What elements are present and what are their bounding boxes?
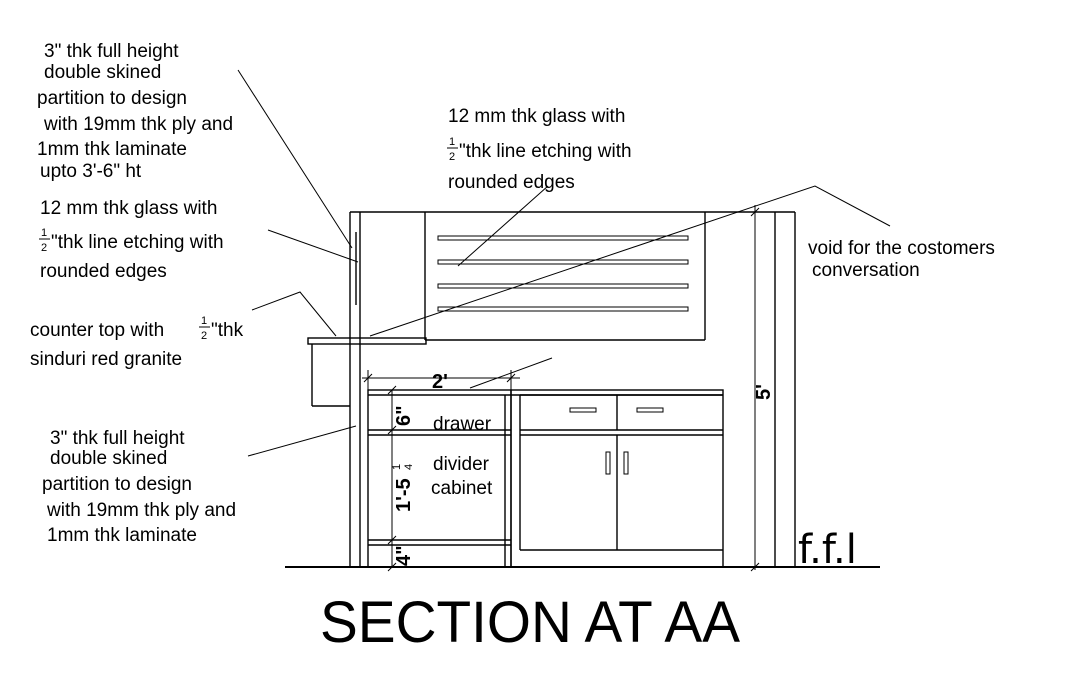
dimension-cabinet-label: 1'-5 (393, 478, 415, 512)
leader-lines (237, 69, 891, 457)
right-cabinet (510, 389, 724, 568)
dimension-width-label: 2' (432, 371, 448, 393)
svg-text:sinduri red granite: sinduri red granite (30, 349, 182, 370)
svg-text:with 19mm thk ply and: with 19mm thk ply and (43, 114, 233, 135)
svg-text:1mm thk laminate: 1mm thk laminate (37, 139, 187, 160)
drawer-label: drawer (433, 414, 492, 435)
svg-text:2: 2 (41, 242, 47, 254)
svg-text:1: 1 (449, 136, 455, 148)
svg-text:conversation: conversation (812, 260, 920, 281)
svg-text:with 19mm thk ply and: with 19mm thk ply and (46, 500, 236, 521)
cabinet-label: cabinet (431, 478, 493, 499)
annotation-partition-bottom: 3" thk full height double skined partiti… (42, 428, 236, 546)
dimension-cabinet-frac-num: 1 (391, 464, 403, 470)
dimension-height-label: 5' (753, 384, 775, 400)
svg-text:"thk: "thk (211, 320, 244, 341)
svg-text:3" thk full height: 3" thk full height (50, 428, 185, 449)
svg-text:2: 2 (449, 151, 455, 163)
annotation-counter-top: counter top with 1 2 "thk sinduri red gr… (30, 315, 244, 370)
svg-text:rounded edges: rounded edges (448, 172, 575, 193)
dimension-cabinet-frac-den: 4 (403, 464, 415, 470)
ffl-label: f.f.l (798, 527, 857, 573)
dimension-height: 5' (745, 205, 775, 572)
dimension-width: 2' (362, 357, 553, 393)
svg-text:12 mm thk glass with: 12 mm thk glass with (448, 106, 625, 127)
svg-text:"thk line etching with: "thk line etching with (459, 141, 632, 162)
svg-text:counter top with: counter top with (30, 320, 164, 341)
counter-top (307, 337, 427, 407)
svg-text:1: 1 (41, 227, 47, 239)
svg-text:rounded edges: rounded edges (40, 261, 167, 282)
svg-text:"thk line etching with: "thk line etching with (51, 232, 224, 253)
svg-text:1: 1 (201, 315, 207, 327)
dimension-drawer-label: 6" (393, 405, 415, 426)
svg-text:void for the costomers: void for the costomers (808, 238, 995, 259)
dimension-cabinet-vertical: 6" 1'-5 1 4 4" (387, 385, 415, 572)
svg-text:partition to design: partition to design (37, 88, 187, 109)
svg-text:double skined: double skined (50, 448, 167, 469)
annotation-glass-top: 12 mm thk glass with 1 2 "thk line etchi… (447, 106, 632, 193)
section-title: SECTION AT AA (320, 590, 740, 655)
annotation-partition-top: 3" thk full height double skined partiti… (37, 41, 233, 182)
svg-text:double skined: double skined (44, 62, 161, 83)
dimension-plinth-label: 4" (393, 545, 415, 566)
svg-text:partition to design: partition to design (42, 474, 192, 495)
svg-text:2: 2 (201, 330, 207, 342)
svg-text:upto 3'-6" ht: upto 3'-6" ht (40, 161, 142, 182)
svg-text:3" thk full height: 3" thk full height (44, 41, 179, 62)
left-partition (349, 211, 425, 567)
divider-label: divider (433, 454, 490, 475)
annotation-glass-left: 12 mm thk glass with 1 2 "thk line etchi… (39, 198, 224, 282)
upper-glass-panel (424, 211, 706, 341)
svg-text:1mm thk laminate: 1mm thk laminate (47, 525, 197, 546)
svg-text:12 mm thk glass with: 12 mm thk glass with (40, 198, 217, 219)
annotation-void: void for the costomers conversation (808, 238, 995, 281)
